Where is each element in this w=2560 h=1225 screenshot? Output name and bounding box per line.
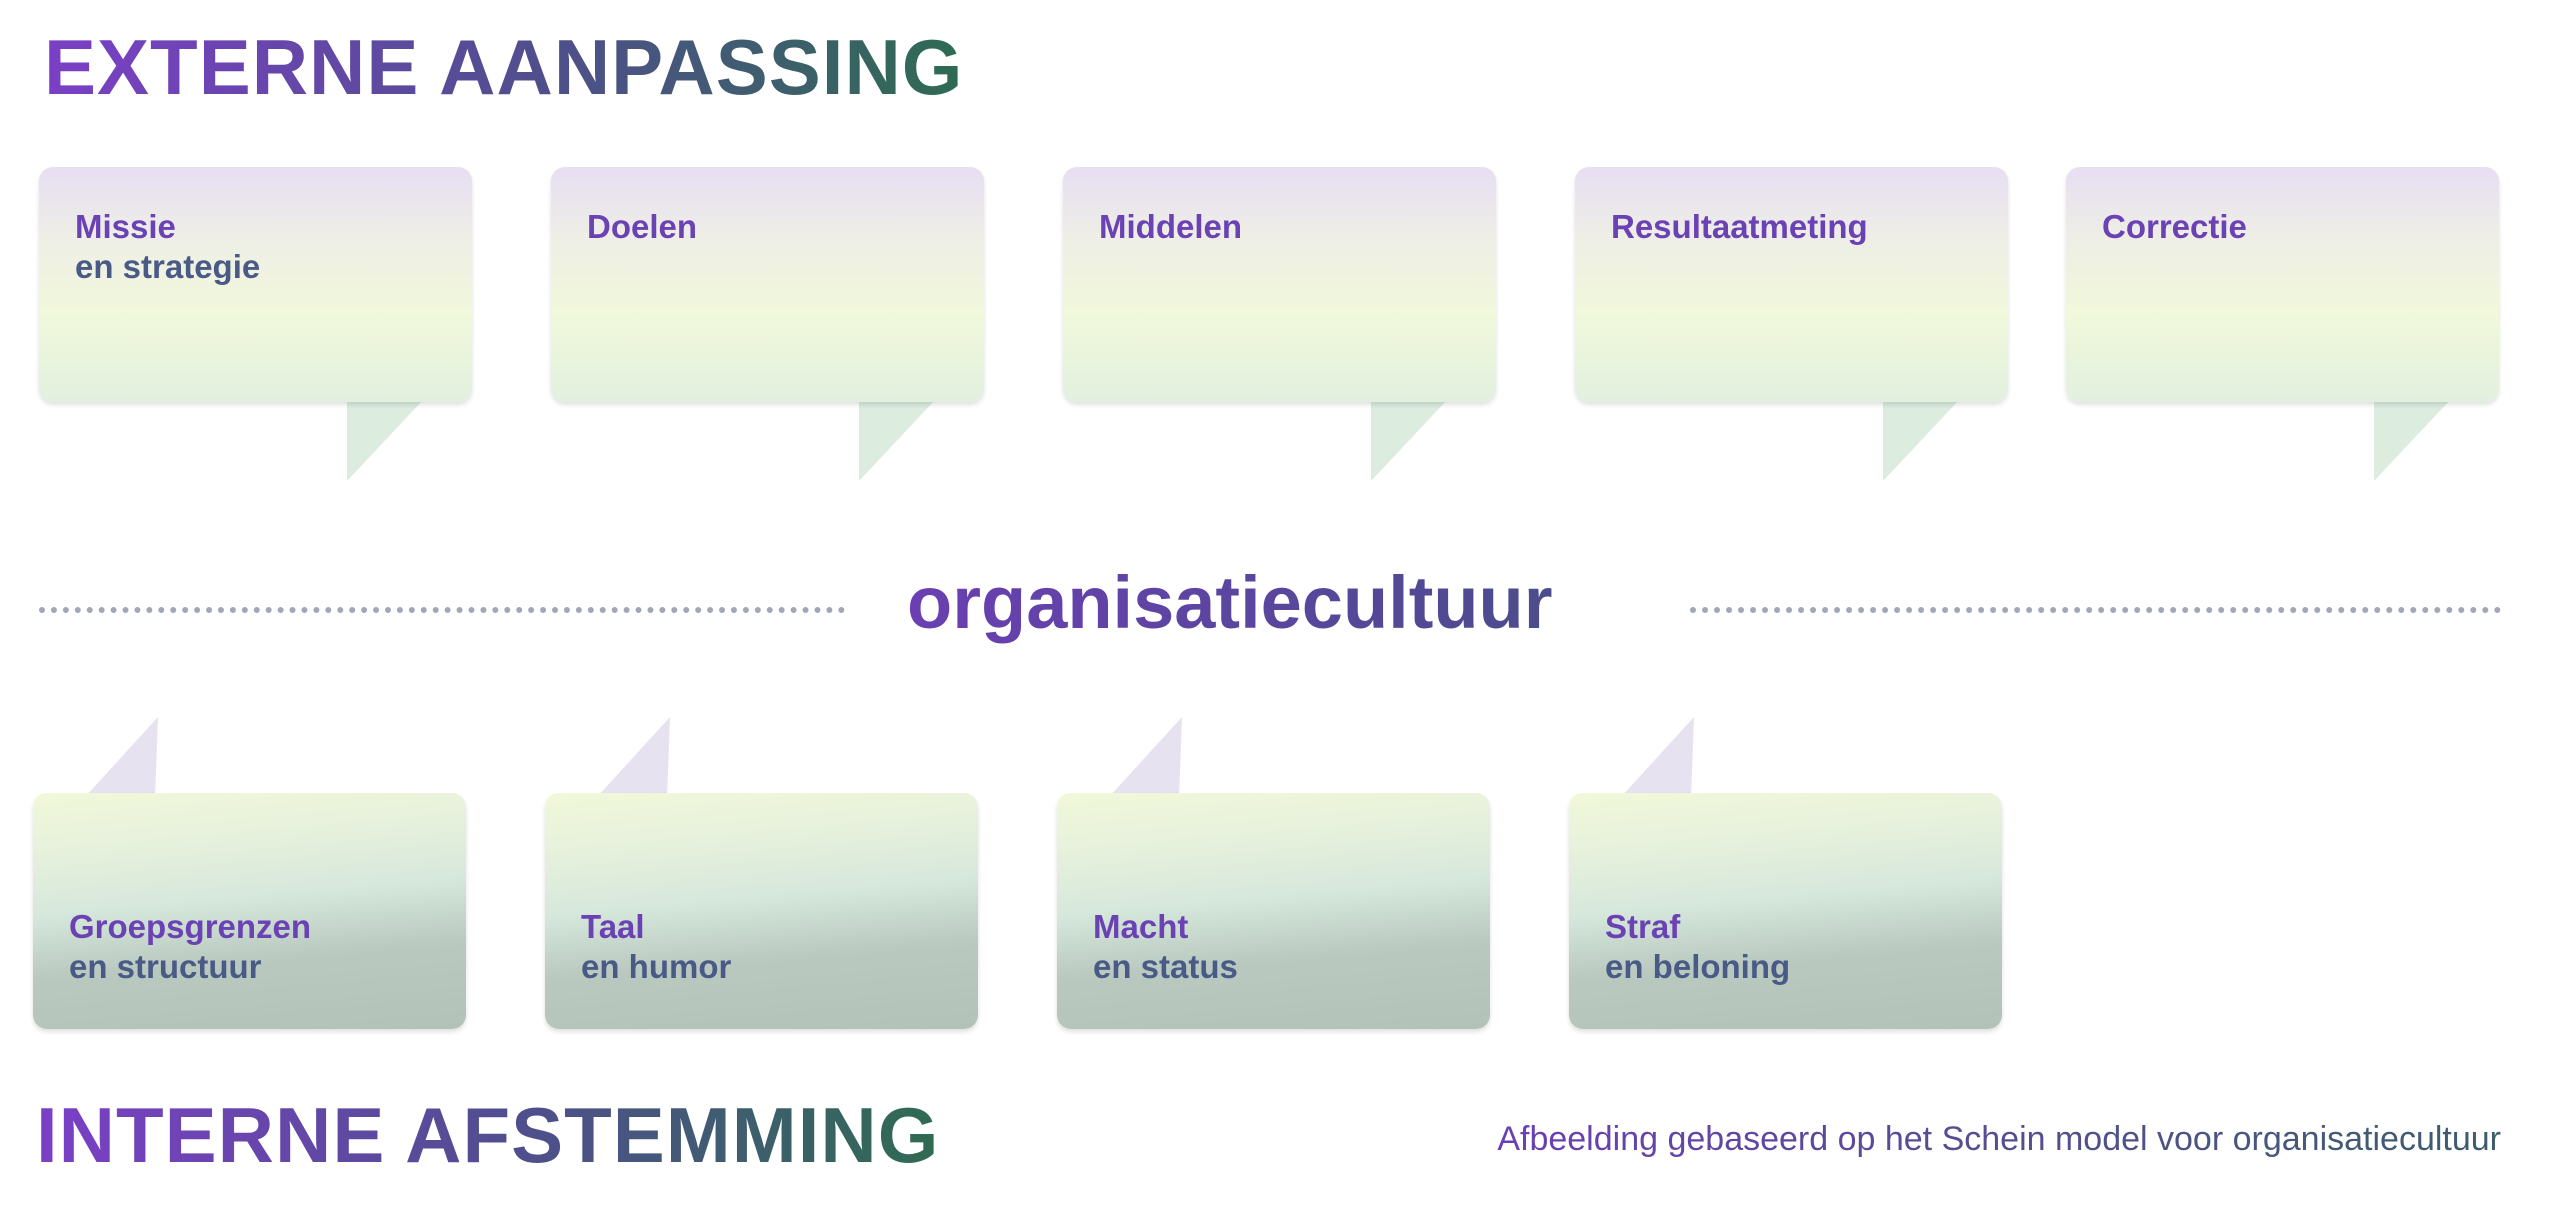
bubble-tail (1109, 717, 1182, 797)
bubble-box (1063, 167, 1496, 402)
source-caption: Afbeelding gebaseerd op het Schein model… (1497, 1120, 2501, 1158)
bubble-box (1057, 793, 1490, 1029)
bubble-tail (1621, 717, 1694, 797)
label-line2: en status (1093, 948, 1238, 985)
bubble-tail (1371, 399, 1448, 481)
bubble-box (551, 167, 984, 402)
label-line1: Straf (1605, 908, 1681, 945)
label-line1: Doelen (587, 208, 698, 245)
bubble-box (39, 167, 472, 402)
bubble-label: Middelen (1099, 207, 1242, 247)
bubble-label: Doelen (587, 207, 697, 247)
bubble-label: Correctie (2102, 207, 2247, 247)
label-line1: Macht (1093, 908, 1189, 945)
label-line2: en humor (581, 948, 732, 985)
label-line1: Missie (75, 208, 176, 245)
bubble-box (545, 793, 978, 1029)
heading-interne-afstemming: INTERNE AFSTEMMING (36, 1091, 940, 1179)
label-line2: en structuur (69, 948, 262, 985)
label-line2: en beloning (1605, 948, 1791, 985)
label-line1: Middelen (1099, 208, 1243, 245)
bubble-box (1569, 793, 2002, 1029)
bubble-tail (85, 717, 158, 797)
label-line1: Correctie (2102, 208, 2247, 245)
dotted-divider-right (1690, 607, 2501, 613)
bubble-tail (1883, 399, 1960, 481)
bubble-box (2066, 167, 2499, 402)
heading-externe-aanpassing: EXTERNE AANPASSING (44, 23, 964, 111)
bubble-tail (859, 399, 936, 481)
label-line1: Groepsgrenzen (69, 908, 312, 945)
bubble-label: Resultaatmeting (1611, 207, 1868, 247)
bubble-box (1575, 167, 2008, 402)
bubble-tail (597, 717, 670, 797)
dotted-divider-left (39, 607, 845, 613)
bubble-tail (347, 399, 424, 481)
bubble-tail (2374, 399, 2451, 481)
bubble-box (33, 793, 466, 1029)
label-line1: Taal (581, 908, 645, 945)
center-label-organisatiecultuur: organisatiecultuur (907, 561, 1553, 644)
label-line2: en strategie (75, 248, 261, 285)
label-line1: Resultaatmeting (1611, 208, 1868, 245)
